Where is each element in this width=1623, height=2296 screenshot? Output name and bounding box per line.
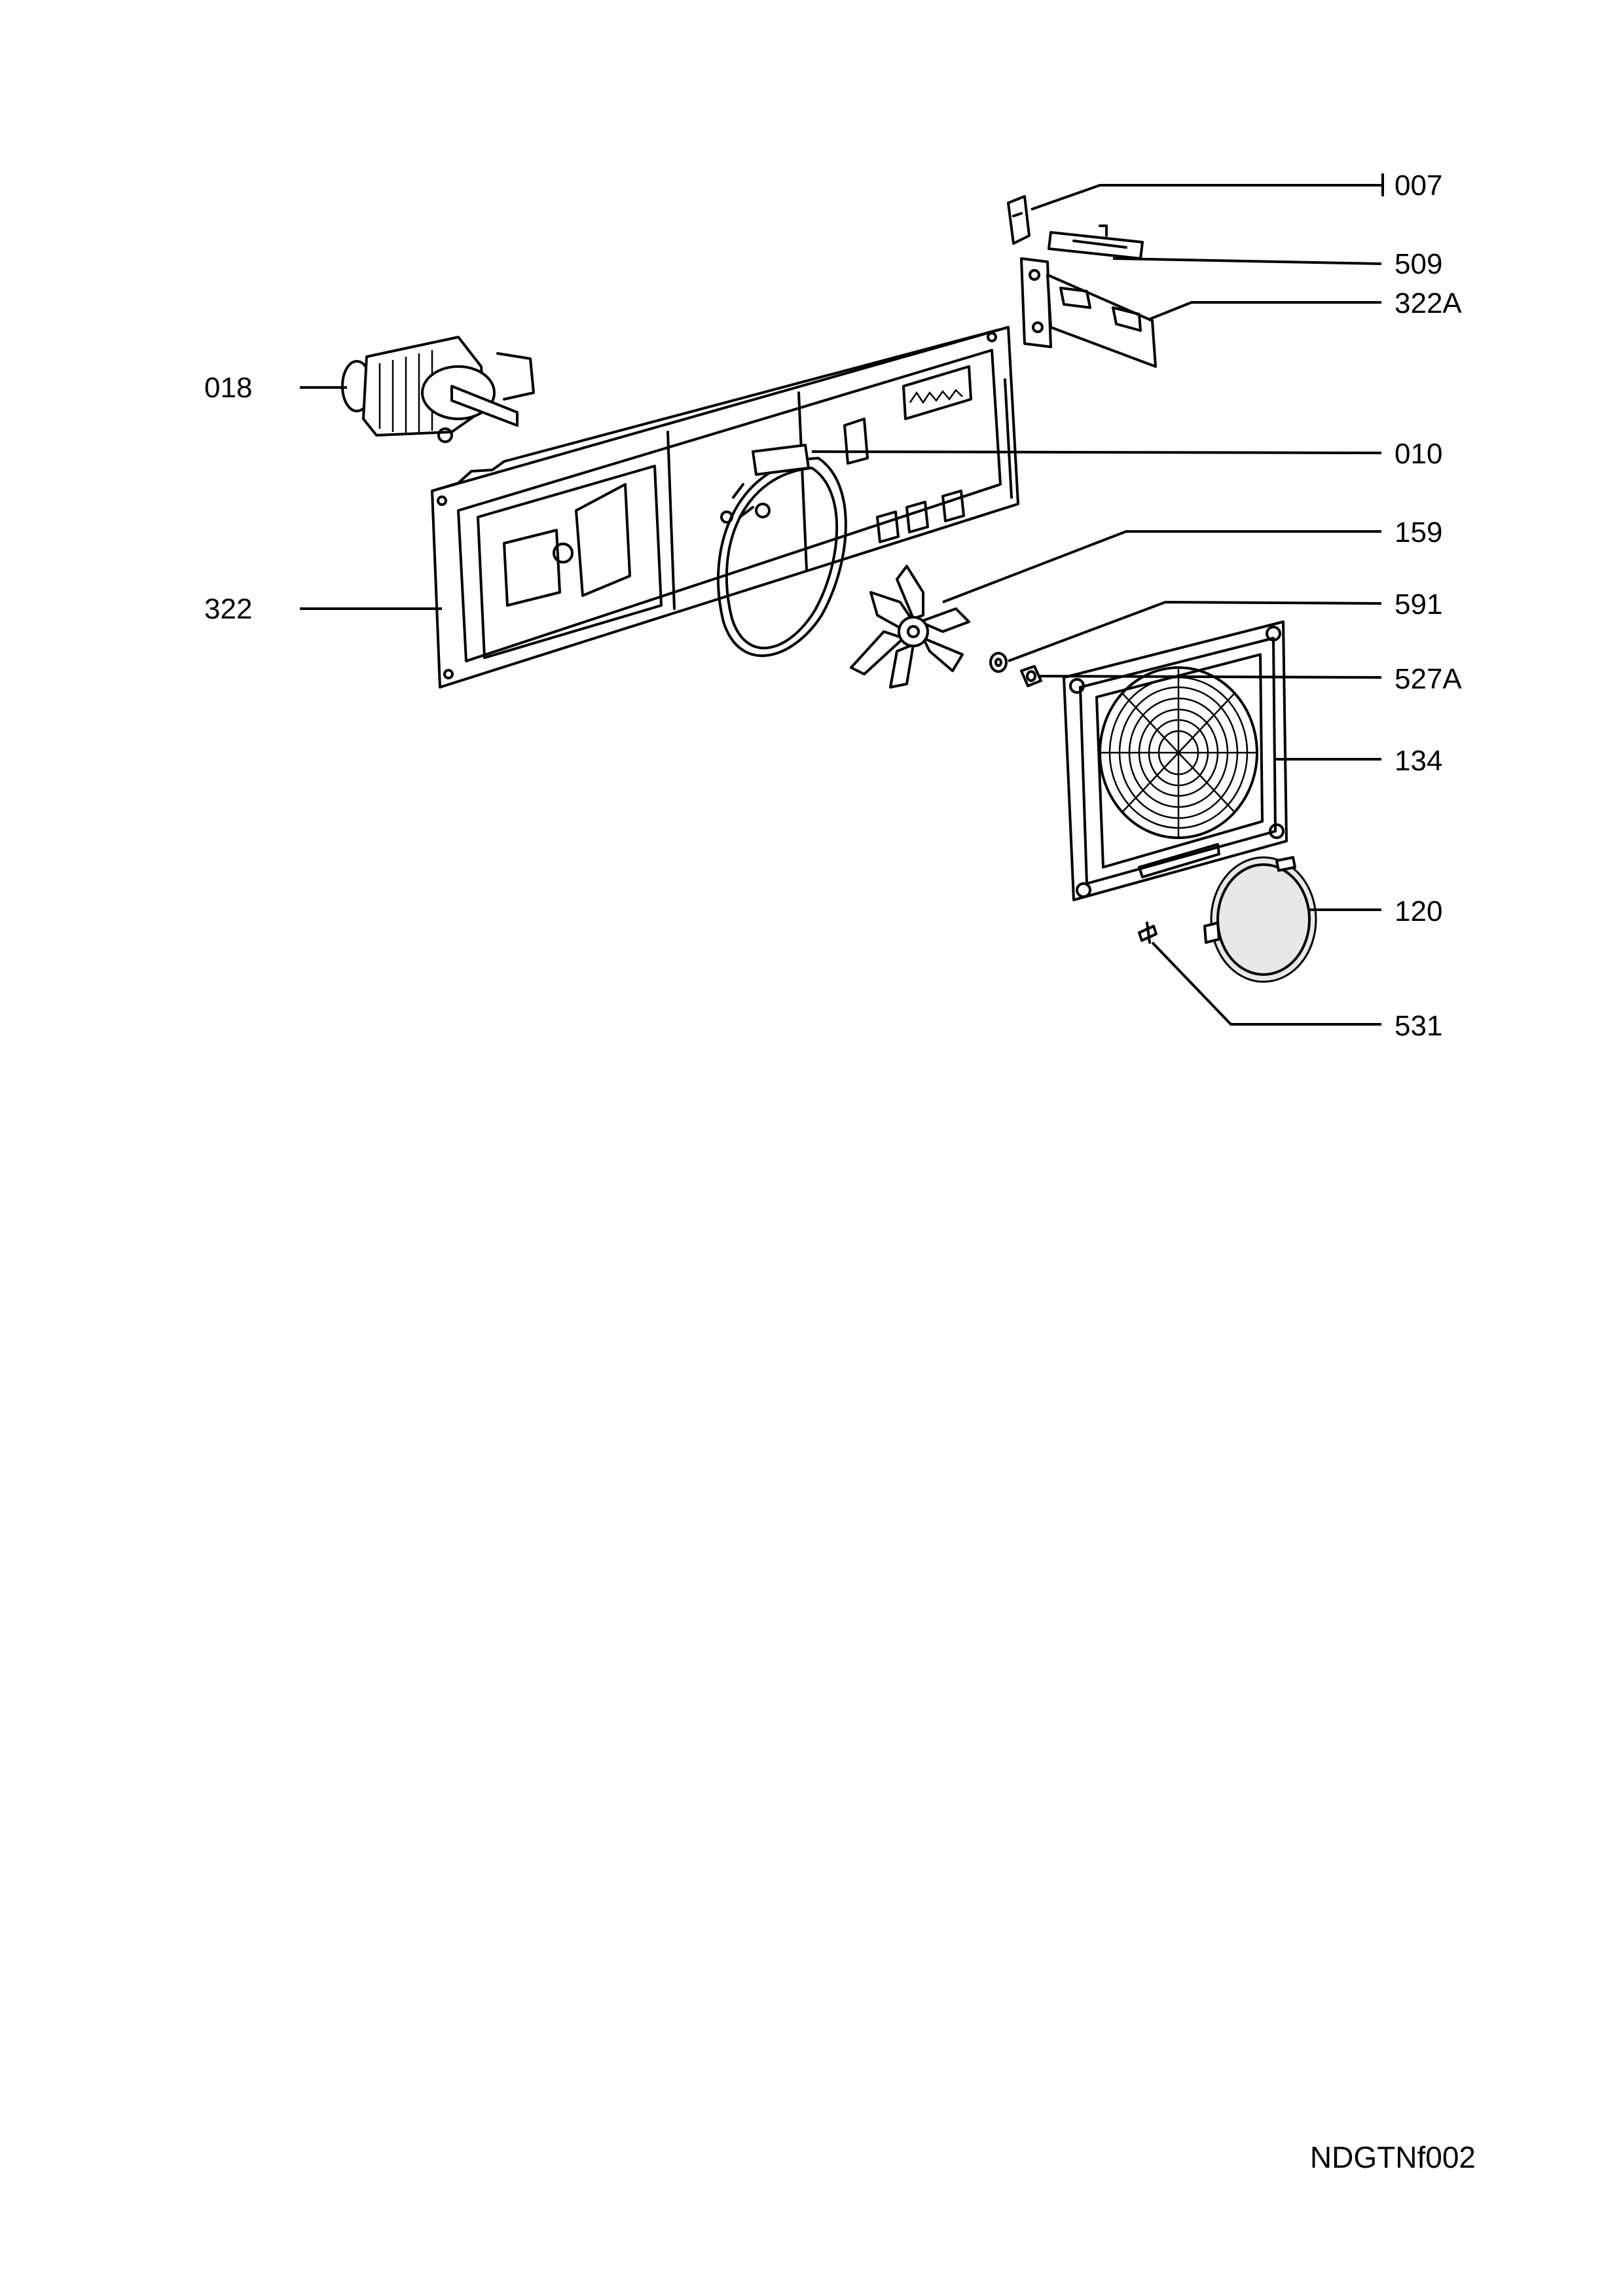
nut-527A (1020, 665, 1042, 687)
bracket-509 (1048, 224, 1144, 260)
callout-134: 134 (1395, 745, 1442, 777)
drawing-code: NDGTNf002 (1309, 2140, 1476, 2174)
callout-120: 120 (1395, 895, 1442, 927)
callout-007: 007 (1395, 170, 1442, 202)
clip-007 (1007, 195, 1030, 245)
callout-159: 159 (1395, 516, 1442, 548)
callout-018: 018 (204, 372, 252, 404)
callout-labels: 007 509 322A 018 010 159 322 591 527A 13… (204, 170, 1462, 1042)
motor-018 (341, 336, 535, 443)
heating-element-010 (717, 444, 847, 657)
back-panel-322 (431, 326, 1019, 689)
callout-527A: 527A (1395, 663, 1462, 695)
fan-blade-159 (850, 565, 970, 689)
screw-531 (1138, 922, 1158, 944)
bracket-322A (1020, 257, 1157, 368)
lamp-cover-120 (1203, 856, 1317, 983)
leader-lines (300, 173, 1384, 1026)
callout-531: 531 (1395, 1010, 1442, 1042)
callout-322: 322 (204, 593, 252, 625)
callout-591: 591 (1395, 588, 1442, 620)
callout-010: 010 (1395, 438, 1442, 470)
callout-322A: 322A (1395, 287, 1462, 319)
callout-509: 509 (1395, 248, 1442, 280)
washer-591 (989, 652, 1008, 673)
